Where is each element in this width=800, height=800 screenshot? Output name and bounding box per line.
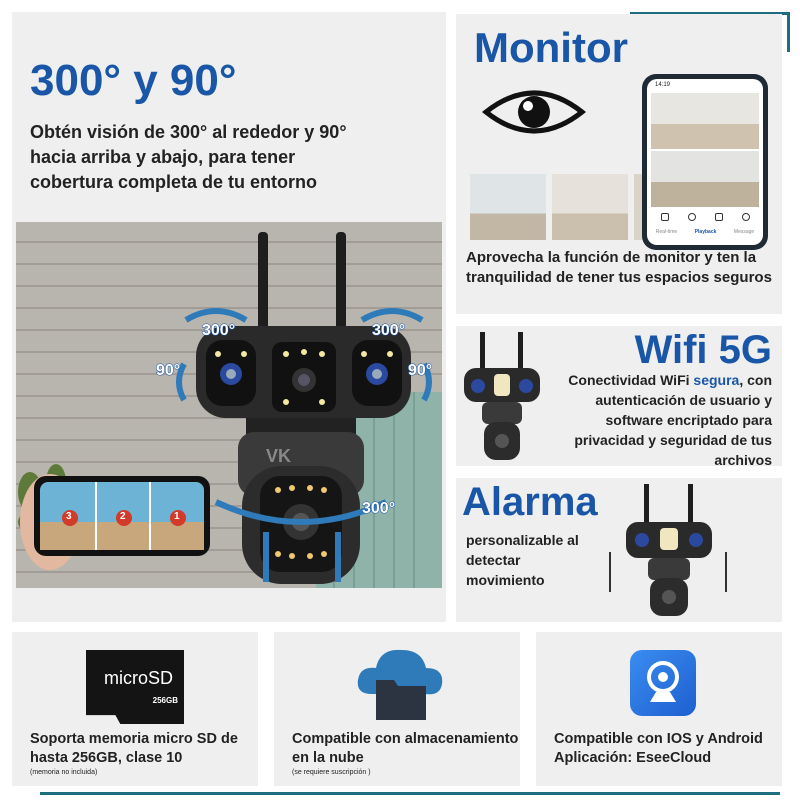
cloud-note: (se requiere suscripción ) xyxy=(292,769,371,776)
phone-feed-main xyxy=(651,93,759,149)
app-panel: Compatible con IOS y Android Aplicación:… xyxy=(536,632,782,786)
wifi-highlight: segura xyxy=(693,372,740,388)
alarm-title: Alarma xyxy=(462,480,598,524)
bottom-accent-line xyxy=(40,792,780,795)
cloud-label: Compatible con almacenamiento en la nube… xyxy=(292,731,519,776)
microsd-capacity: 256GB xyxy=(152,696,178,705)
storage-label: Soporta memoria micro SD de hasta 256GB,… xyxy=(30,730,258,777)
monitor-panel: Monitor 14:19 Real-time Playback Message xyxy=(456,14,782,314)
phone-marker-3: 3 xyxy=(66,511,72,522)
phone-feed-secondary xyxy=(651,151,759,207)
main-title: 300° y 90° xyxy=(30,56,237,105)
phone-marker-2: 2 xyxy=(120,511,126,522)
label-90-left: 90° xyxy=(155,362,181,380)
eye-icon xyxy=(482,90,586,134)
phone-controls xyxy=(651,211,759,223)
cloud-folder-icon xyxy=(357,649,443,720)
alarm-panel: Alarma personalizable al detectar movimi… xyxy=(456,478,782,622)
label-300-bottom: 300° xyxy=(361,500,396,518)
camera-thumbnail-alarm xyxy=(609,484,727,616)
top-right-accent-line-vertical xyxy=(787,12,790,52)
label-300-right: 300° xyxy=(371,322,406,340)
room-thumbnail-2 xyxy=(552,174,628,240)
phone-marker-1: 1 xyxy=(174,511,180,522)
label-90-right: 90° xyxy=(407,362,433,380)
esee-cloud-app-icon xyxy=(630,650,696,716)
phone-time: 14:19 xyxy=(655,82,671,88)
phone-screen: 14:19 Real-time Playback Message xyxy=(647,79,763,245)
tab-real-time[interactable]: Real-time xyxy=(655,229,678,235)
wifi-title: Wifi 5G xyxy=(634,328,772,372)
label-300-left: 300° xyxy=(201,322,236,340)
phone-mockup: 14:19 Real-time Playback Message xyxy=(642,74,768,250)
main-description: Obtén visión de 300° al rededor y 90° ha… xyxy=(30,122,347,192)
app-label: Compatible con IOS y Android Aplicación:… xyxy=(554,731,763,766)
room-thumbnail-1 xyxy=(470,174,546,240)
camera-overview-panel: 300° y 90° Obtén visión de 300° al reded… xyxy=(12,12,446,622)
microsd-card-icon: microSD 256GB xyxy=(86,650,184,724)
cloud-panel: Compatible con almacenamiento en la nube… xyxy=(274,632,520,786)
alarm-description: personalizable al detectar movimiento xyxy=(466,532,579,588)
camera-scene: VK xyxy=(16,222,442,588)
camera-illustration: VK xyxy=(16,222,442,588)
monitor-title: Monitor xyxy=(474,24,628,71)
storage-note: (memoria no incluida) xyxy=(30,769,98,776)
monitor-description: Aprovecha la función de monitor y ten la… xyxy=(466,249,772,286)
camera-thumbnail-wifi xyxy=(464,332,540,460)
phone-tabs: Real-time Playback Message xyxy=(647,229,763,235)
wifi-description: Conectividad WiFi segura, con autenticac… xyxy=(568,372,772,468)
top-right-accent-line xyxy=(630,12,790,15)
wifi-panel: Wifi 5G Conectividad WiFi segura, con au… xyxy=(456,326,782,468)
storage-panel: microSD 256GB Soporta memoria micro SD d… xyxy=(12,632,258,786)
webcam-icon xyxy=(647,661,679,702)
svg-text:VK: VK xyxy=(266,446,291,466)
microsd-brand: microSD xyxy=(104,668,174,688)
tab-message[interactable]: Message xyxy=(733,229,755,235)
tab-playback[interactable]: Playback xyxy=(694,229,717,235)
